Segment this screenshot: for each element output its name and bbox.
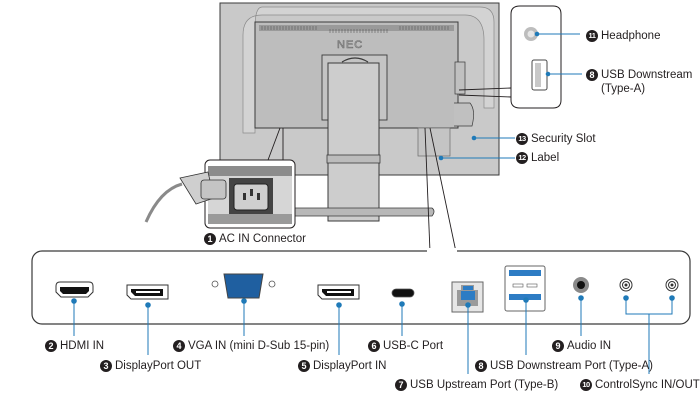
- callout-number: 5: [298, 360, 310, 372]
- callout-label: Label: [531, 152, 560, 164]
- brand-logo: NEC: [337, 39, 363, 51]
- callout-number: 3: [100, 360, 112, 372]
- callout-usb-upstream: 7 USB Upstream Port (Type-B): [395, 378, 558, 392]
- callout-controlsync: 10 ControlSync IN/OUT: [580, 378, 700, 392]
- hdmi-port-icon: [55, 281, 94, 298]
- vga-port-icon: [211, 273, 276, 299]
- ac-inlet-inset: [144, 127, 296, 229]
- callout-audio-in: 9 Audio IN: [552, 339, 611, 353]
- displayport-in-icon: [317, 284, 360, 300]
- side-inset: [458, 5, 582, 109]
- monitor-back: NEC: [219, 2, 515, 222]
- callout-number: 10: [580, 379, 592, 391]
- callout-label-plate: 12 Label: [516, 151, 559, 165]
- callout-label: ControlSync IN/OUT: [595, 379, 700, 391]
- callout-displayport-out: 3 DisplayPort OUT: [100, 359, 201, 373]
- callout-label: USB-C Port: [383, 340, 444, 352]
- callout-label: DisplayPort OUT: [115, 360, 202, 372]
- ac-power-inlet-icon: [233, 183, 269, 211]
- connector-panel: [31, 127, 691, 374]
- callout-vga-in: 4 VGA IN (mini D-Sub 15-pin): [173, 339, 329, 353]
- callout-number: 11: [586, 30, 598, 42]
- label-dot: [438, 155, 444, 161]
- audio-jack-icon: [573, 277, 589, 293]
- security-slot-dot: [471, 135, 477, 141]
- callout-label: Headphone: [601, 30, 661, 42]
- usb-c-port-icon: [391, 288, 415, 298]
- callout-number: 7: [395, 379, 407, 391]
- callout-label: USB Downstream Port (Type-A): [490, 360, 653, 372]
- callout-ac-in: 1 AC IN Connector: [204, 232, 306, 246]
- headphone-jack-icon: [524, 27, 538, 41]
- callout-number: 8: [475, 360, 487, 372]
- callout-headphone: 11 Headphone: [586, 29, 660, 43]
- callout-hdmi-in: 2 HDMI IN: [45, 339, 104, 353]
- callout-label: USB Downstream: [601, 69, 693, 81]
- callout-number: 12: [516, 152, 528, 164]
- callout-label: DisplayPort IN: [313, 360, 387, 372]
- callout-number: 2: [45, 340, 57, 352]
- callout-number: 9: [552, 340, 564, 352]
- callout-number: 6: [368, 340, 380, 352]
- callout-label: USB Upstream Port (Type-B): [410, 379, 559, 391]
- callout-usb-downstream-side: 8 USB Downstream (Type-A): [586, 68, 692, 96]
- callout-label: HDMI IN: [60, 340, 105, 352]
- callout-number: 4: [173, 340, 185, 352]
- controlsync-jack-icon: [619, 278, 679, 292]
- callout-number: 1: [204, 233, 216, 245]
- callout-usb-c: 6 USB-C Port: [368, 339, 443, 353]
- callout-label: Audio IN: [567, 340, 612, 352]
- callout-label-line2: (Type-A): [601, 83, 646, 95]
- callout-label: Security Slot: [531, 133, 596, 145]
- callout-usb-downstream-port: 8 USB Downstream Port (Type-A): [475, 359, 653, 373]
- usb-a-dual-port-icon: [504, 265, 546, 312]
- callout-number: 8: [586, 69, 598, 81]
- callout-number: 13: [516, 133, 528, 145]
- callout-label: AC IN Connector: [219, 233, 306, 245]
- callout-security-slot: 13 Security Slot: [516, 132, 596, 146]
- displayport-out-icon: [126, 284, 169, 300]
- callout-label: VGA IN (mini D-Sub 15-pin): [188, 340, 330, 352]
- callout-displayport-in: 5 DisplayPort IN: [298, 359, 387, 373]
